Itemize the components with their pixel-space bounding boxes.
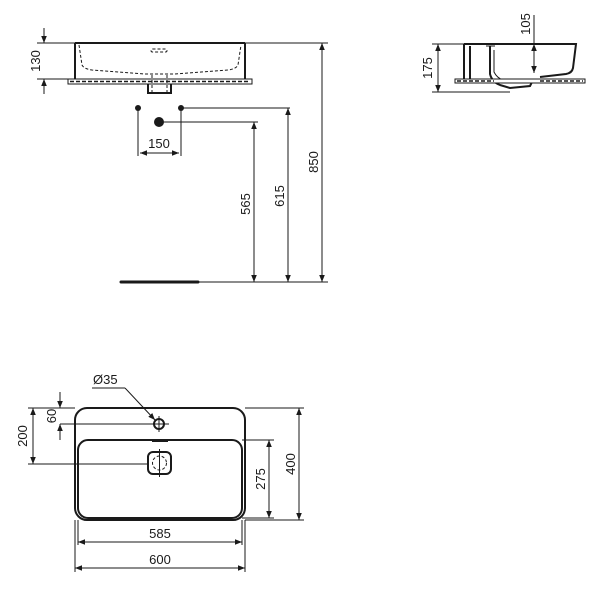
side-view: 175 105 bbox=[420, 13, 586, 93]
dim-bowl-depth: 275 bbox=[253, 468, 268, 490]
waste-spigot bbox=[147, 84, 172, 94]
dim-overall-depth: 400 bbox=[283, 453, 298, 475]
basin-front-outline bbox=[74, 42, 246, 79]
plan-view: Ø35 60 200 275 400 585 600 bbox=[15, 372, 304, 572]
basin-bowl-hidden-line bbox=[78, 44, 242, 75]
dim-side-overall-height: 175 bbox=[420, 57, 435, 79]
side-countertop bbox=[454, 78, 586, 84]
dim-rim-height: 850 bbox=[306, 151, 321, 173]
dim-bowl-width: 585 bbox=[149, 526, 171, 541]
dim-overall-width: 600 bbox=[149, 552, 171, 567]
front-view: 130 150 565 615 850 bbox=[28, 28, 328, 284]
dim-supply-height: 615 bbox=[272, 185, 287, 207]
dim-side-bowl-depth: 105 bbox=[518, 13, 533, 35]
dim-taphole-diameter: Ø35 bbox=[93, 372, 118, 387]
dim-taphole-offset: 60 bbox=[44, 409, 59, 423]
overflow-plan bbox=[152, 439, 168, 442]
dim-waste-height: 565 bbox=[238, 193, 253, 215]
dim-waste-spacing: 150 bbox=[148, 136, 170, 151]
dim-basin-height: 130 bbox=[28, 50, 43, 72]
basin-side-outline bbox=[463, 43, 578, 79]
overflow-slot bbox=[150, 48, 168, 53]
dim-waste-offset: 200 bbox=[15, 425, 30, 447]
